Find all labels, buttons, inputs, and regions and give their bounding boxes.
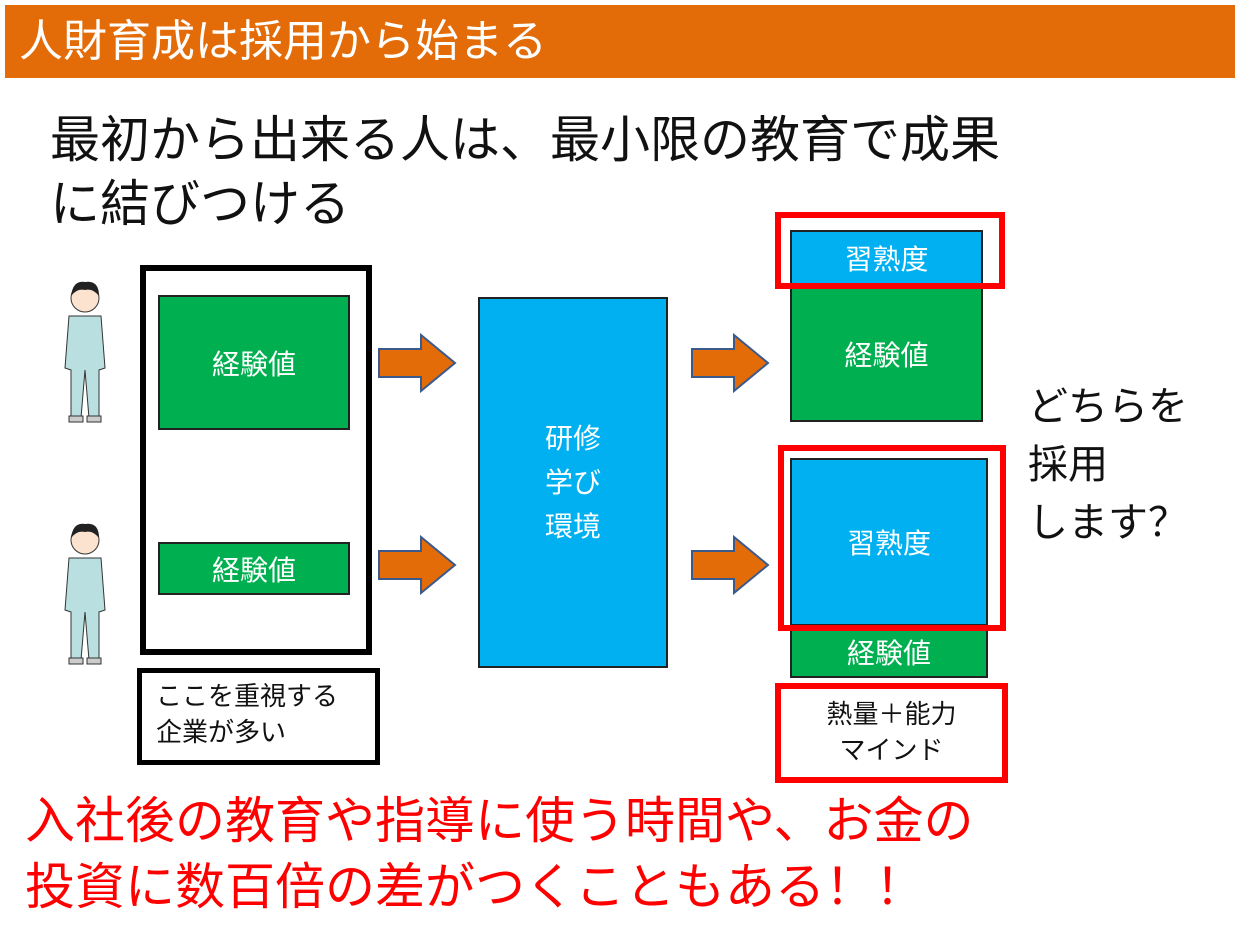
slide-title: 人財育成は採用から始まる <box>5 5 1235 78</box>
question-line-3: します？ <box>1028 500 1188 546</box>
caption-box: ここを重視する 企業が多い <box>137 668 380 765</box>
training-line-1: 研修 <box>544 421 601 455</box>
headline-line-1: 最初から出来る人は、最小限の教育で成果 <box>50 111 1000 169</box>
right-arrow-icon <box>691 333 770 393</box>
highlight-frame-bottom <box>778 445 1006 631</box>
caption-line-2: 企業が多い <box>156 718 287 748</box>
question-line-2: 採用 <box>1028 442 1108 488</box>
passion-ability-box: 熱量＋能力 マインド <box>775 683 1008 783</box>
question-text: どちらを 採用 します？ <box>1028 378 1188 552</box>
experience-box-large: 経験値 <box>158 295 350 430</box>
caption-line-1: ここを重視する <box>156 682 339 712</box>
training-line-2: 学び <box>544 465 601 499</box>
passion-line-1: 熱量＋能力 <box>826 700 957 730</box>
headline-line-2: に結びつける <box>50 175 350 233</box>
experience-box-small: 経験値 <box>158 542 350 595</box>
conclusion-line-1: 入社後の教育や指導に使う時間や、お金の <box>25 792 974 850</box>
passion-line-2: マインド <box>839 736 944 766</box>
worker-person-icon <box>64 281 106 423</box>
training-line-3: 環境 <box>544 509 601 543</box>
training-box: 研修 学び 環境 <box>478 297 668 668</box>
question-line-1: どちらを <box>1028 384 1188 430</box>
worker-person-icon <box>64 523 106 665</box>
right-arrow-icon <box>378 333 457 393</box>
conclusion-text: 入社後の教育や指導に使う時間や、お金の 投資に数百倍の差がつくこともある！！ <box>25 788 974 920</box>
experience-box-result-large: 経験値 <box>790 285 983 422</box>
candidates-frame <box>140 265 372 655</box>
right-arrow-icon <box>691 535 770 595</box>
headline: 最初から出来る人は、最小限の教育で成果 に結びつける <box>50 108 1210 236</box>
right-arrow-icon <box>378 535 457 595</box>
skill-box-large: 習熟度 <box>790 458 988 626</box>
experience-box-result-small: 経験値 <box>790 625 988 678</box>
conclusion-line-2: 投資に数百倍の差がつくこともある！！ <box>25 858 925 916</box>
highlight-frame-top <box>775 212 1005 289</box>
